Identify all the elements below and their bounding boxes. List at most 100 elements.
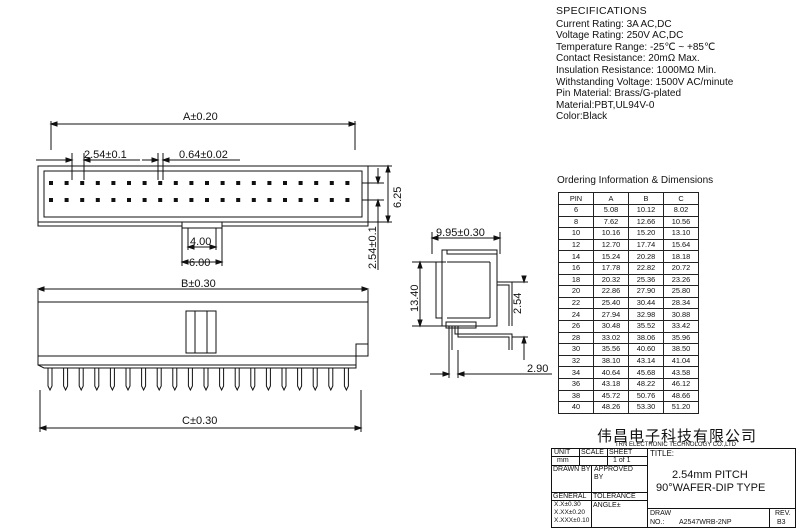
top-pin-grid bbox=[49, 181, 350, 202]
pin-tail bbox=[203, 368, 209, 392]
ordering-cell: 35.96 bbox=[663, 331, 699, 345]
spec-line: Contact Resistance: 20mΩ Max. bbox=[556, 53, 700, 65]
ordering-cell: 24 bbox=[558, 308, 594, 321]
top-view: A±0.20 2.54±0.1 0.64±0.02 6.25 bbox=[36, 111, 404, 270]
header-cell: A bbox=[593, 192, 629, 205]
ordering-cell: 41.04 bbox=[663, 354, 699, 368]
tolerance-1: X.X±0.30 bbox=[554, 501, 581, 508]
pin-tail bbox=[312, 368, 318, 392]
pin-square bbox=[314, 181, 319, 185]
ordering-cell: 40 bbox=[558, 401, 594, 414]
ordering-header-row: PIN A B C bbox=[558, 192, 699, 205]
title-label: TITLE: bbox=[650, 449, 675, 458]
ordering-cell: 45.68 bbox=[628, 366, 664, 379]
ordering-cell: 17.78 bbox=[593, 261, 629, 275]
ordering-cell: 22.86 bbox=[593, 285, 629, 298]
ordering-cell: 36 bbox=[558, 377, 594, 391]
header-cell: PIN bbox=[558, 192, 594, 205]
ordering-cell: 14 bbox=[558, 250, 594, 263]
front-view: B±0.30 C±0.30 bbox=[36, 278, 370, 432]
ordering-cell: 12.70 bbox=[593, 238, 629, 252]
spec-line: Temperature Range: -25℃ ~ +85℃ bbox=[556, 41, 716, 53]
ordering-cell: 10 bbox=[558, 227, 594, 240]
ordering-cell: 20.32 bbox=[593, 273, 629, 287]
approved-by-label: APPROVED BY bbox=[594, 466, 633, 481]
dim-row-pitch-label: 2.54±0.1 bbox=[367, 226, 379, 269]
header-cell: C bbox=[663, 192, 699, 205]
pin-tail bbox=[63, 368, 69, 392]
ordering-cell: 46.12 bbox=[663, 377, 699, 391]
ordering-cell: 53.30 bbox=[628, 401, 664, 414]
ordering-title: Ordering Information & Dimensions bbox=[557, 175, 714, 186]
spec-line: Withstanding Voltage: 1500V AC/minute bbox=[556, 76, 734, 88]
pin-tail bbox=[187, 368, 193, 392]
tolerance-3: X.XXX±0.10 bbox=[554, 517, 590, 524]
ordering-cell: 25.80 bbox=[663, 285, 699, 298]
ordering-cell: 16 bbox=[558, 261, 594, 275]
ordering-cell: 38.50 bbox=[663, 343, 699, 356]
ordering-cell: 10.16 bbox=[593, 227, 629, 240]
pin-square bbox=[251, 198, 256, 202]
company-name-en: TRN ELECTRONIC TECHNOLOGY CO.,LTD bbox=[615, 442, 737, 448]
pin-square bbox=[220, 181, 225, 185]
ordering-cell: 8.02 bbox=[663, 204, 699, 217]
ordering-cell: 28.34 bbox=[663, 296, 699, 310]
specifications-title: SPECIFICATIONS bbox=[556, 5, 647, 17]
pin-square bbox=[95, 181, 100, 185]
pin-square bbox=[329, 198, 334, 202]
header-cell: B bbox=[628, 192, 664, 205]
spec-line: Pin Material: Brass/G-plated bbox=[556, 88, 682, 100]
ordering-cell: 15.24 bbox=[593, 250, 629, 263]
dim-pitch-label: 2.54±0.1 bbox=[84, 149, 127, 161]
pin-square bbox=[267, 181, 272, 185]
specifications-block: SPECIFICATIONS Current Rating: 3A AC,DC … bbox=[556, 5, 734, 123]
pin-square bbox=[127, 198, 131, 202]
spec-line: Insulation Resistance: 1000MΩ Min. bbox=[556, 64, 717, 76]
pin-square bbox=[236, 181, 241, 185]
ordering-cell: 45.72 bbox=[593, 389, 629, 403]
ordering-cell: 15.64 bbox=[663, 238, 699, 252]
drawing-title-line1: 2.54mm PITCH bbox=[672, 469, 748, 481]
spec-line: Material:PBT,UL94V-0 bbox=[556, 99, 655, 111]
ordering-cell: 6 bbox=[558, 204, 594, 217]
ordering-cell: 13.10 bbox=[663, 227, 699, 240]
spec-line: Voltage Rating: 250V AC,DC bbox=[556, 30, 684, 42]
pin-tail bbox=[78, 368, 84, 392]
ordering-cell: 38.10 bbox=[593, 354, 629, 368]
pin-square bbox=[220, 198, 225, 202]
company-name-cn: 伟昌电子科技有限公司 bbox=[597, 427, 758, 445]
pin-square bbox=[345, 198, 350, 202]
ordering-cell: 25.36 bbox=[628, 273, 664, 287]
pin-square bbox=[64, 198, 69, 202]
pin-tail bbox=[265, 368, 271, 392]
ordering-cell: 35.56 bbox=[593, 343, 629, 356]
pin-square bbox=[205, 181, 209, 185]
scale-label: SCALE bbox=[581, 449, 604, 456]
ordering-cell: 7.62 bbox=[593, 215, 629, 229]
ordering-cell: 22 bbox=[558, 296, 594, 310]
ordering-cell: 33.42 bbox=[663, 319, 699, 333]
ordering-cell: 17.74 bbox=[628, 238, 664, 252]
pin-tail bbox=[156, 368, 162, 392]
drawing-number: A2547WRB-2NP bbox=[679, 519, 732, 526]
pin-square bbox=[158, 198, 163, 202]
ordering-cell: 32 bbox=[558, 354, 594, 368]
pin-tail bbox=[219, 368, 225, 392]
revision-label: REV. bbox=[775, 510, 791, 517]
dim-c-label: C±0.30 bbox=[182, 415, 217, 427]
no-label: NO.: bbox=[650, 519, 665, 526]
pin-square bbox=[345, 181, 350, 185]
ordering-cell: 12 bbox=[558, 238, 594, 252]
ordering-cell: 10.12 bbox=[628, 204, 664, 217]
